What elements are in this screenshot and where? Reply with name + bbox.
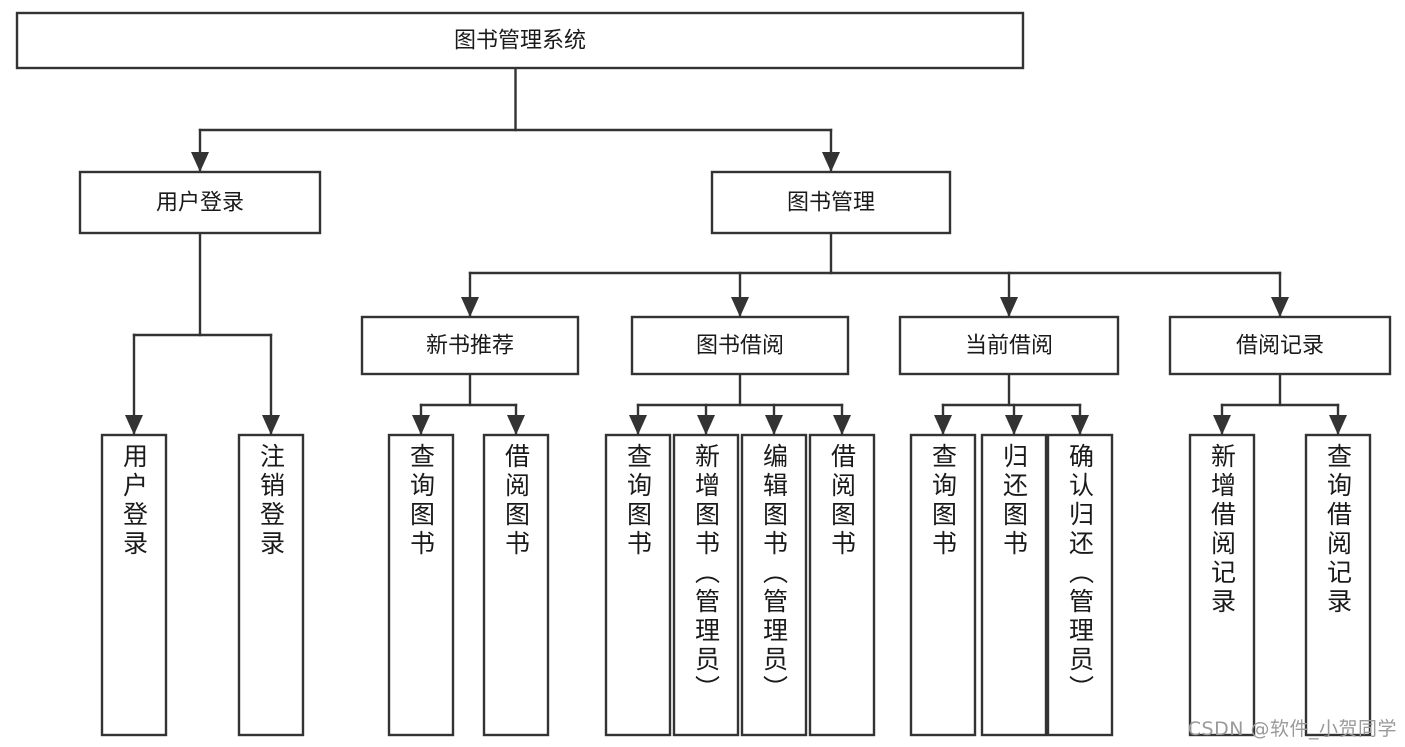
arrow-head-icon [697, 415, 715, 435]
node-box-leaf-5[interactable] [672, 433, 740, 737]
node-label-level3-2: 当前借阅 [965, 334, 1053, 359]
watermark-text: CSDN @软件_小贺同学 [1187, 718, 1397, 740]
node-box-level3-0[interactable] [360, 315, 580, 376]
arrow-head-icon [1213, 415, 1231, 435]
node-box-leaf-11[interactable] [1188, 433, 1256, 737]
node-label-level3-0: 新书推荐 [426, 334, 514, 359]
node-box-leaf-7[interactable] [808, 433, 876, 737]
node-box-leaf-10[interactable] [1046, 433, 1114, 737]
arrow-head-icon [833, 415, 851, 435]
arrow-head-icon [461, 297, 479, 317]
node-box-leaf-0[interactable] [100, 433, 168, 737]
arrow-head-icon [1000, 297, 1018, 317]
arrow-head-icon [262, 415, 280, 435]
node-box-level2-1[interactable] [710, 170, 952, 235]
node-boxes [15, 11, 1392, 737]
node-box-leaf-6[interactable] [740, 433, 808, 737]
connector-lines [125, 66, 1347, 437]
node-box-level3-3[interactable] [1168, 315, 1392, 376]
node-box-leaf-3[interactable] [482, 433, 550, 737]
arrow-head-icon [125, 415, 143, 435]
node-box-leaf-8[interactable] [909, 433, 977, 737]
arrow-head-icon [822, 152, 840, 172]
node-label-level3-3: 借阅记录 [1236, 334, 1324, 359]
node-box-level3-1[interactable] [630, 315, 850, 376]
node-box-root[interactable] [15, 11, 1025, 70]
arrow-head-icon [1005, 415, 1023, 435]
node-box-leaf-9[interactable] [980, 433, 1048, 737]
node-box-level2-0[interactable] [78, 170, 322, 235]
node-box-leaf-12[interactable] [1304, 433, 1372, 737]
arrow-head-icon [1329, 415, 1347, 435]
arrow-head-icon [412, 415, 430, 435]
node-box-level3-2[interactable] [898, 315, 1120, 376]
arrow-head-icon [629, 415, 647, 435]
arrow-head-icon [507, 415, 525, 435]
node-box-leaf-4[interactable] [604, 433, 672, 737]
node-label-level2-1: 图书管理 [787, 191, 875, 216]
arrow-head-icon [1271, 297, 1289, 317]
node-box-leaf-2[interactable] [387, 433, 455, 737]
node-label-level2-0: 用户登录 [156, 191, 244, 216]
arrow-head-icon [191, 152, 209, 172]
arrow-head-icon [731, 297, 749, 317]
arrow-head-icon [765, 415, 783, 435]
arrow-head-icon [934, 415, 952, 435]
node-label-root: 图书管理系统 [454, 29, 586, 54]
node-label-level3-1: 图书借阅 [696, 334, 784, 359]
node-box-leaf-1[interactable] [237, 433, 305, 737]
arrow-head-icon [1071, 415, 1089, 435]
